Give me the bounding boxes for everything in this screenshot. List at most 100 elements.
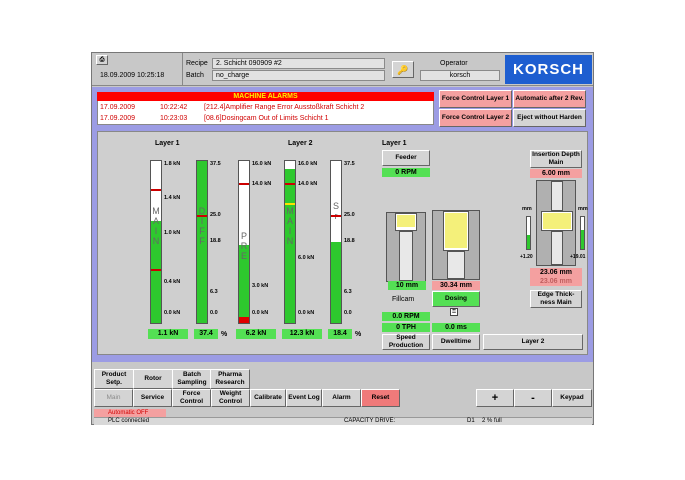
tab-rotor[interactable]: Rotor bbox=[133, 369, 173, 389]
minus-button[interactable]: - bbox=[514, 389, 552, 407]
bar-fill bbox=[285, 169, 295, 323]
layer2-button[interactable]: Layer 2 bbox=[483, 334, 583, 350]
feeder-rpm: 0 RPM bbox=[382, 168, 430, 177]
layer2-main-bar: M A I N bbox=[284, 160, 296, 324]
tick-label: 1.8 kN bbox=[164, 161, 181, 167]
tick-label: 37.5 bbox=[344, 161, 355, 167]
tick-label: 0.0 kN bbox=[252, 310, 269, 316]
feeder-button[interactable]: Feeder bbox=[382, 150, 430, 166]
fill-punch-graphic bbox=[386, 212, 426, 282]
automatic-button[interactable]: Automatic after 2 Rev. bbox=[513, 90, 586, 108]
limit-mark bbox=[331, 215, 341, 217]
tick-label: 0.0 kN bbox=[164, 310, 181, 316]
divider bbox=[182, 53, 183, 85]
nav-main-button[interactable]: Main bbox=[94, 389, 133, 407]
plus-button[interactable]: + bbox=[476, 389, 514, 407]
mm-left-label: mm bbox=[522, 206, 532, 212]
alarm-time: 10:23:03 bbox=[160, 115, 188, 122]
limit-mark bbox=[151, 269, 161, 271]
nav-calibrate-button[interactable]: Calibrate bbox=[250, 389, 286, 407]
layer2-title: Layer 2 bbox=[288, 140, 313, 147]
nav-force-control-button[interactable]: Force Control bbox=[172, 389, 211, 407]
edge-thickness-button[interactable]: Edge Thick-ness Main bbox=[530, 290, 582, 308]
right-layer-title: Layer 1 bbox=[382, 140, 407, 147]
keypad-button[interactable]: Keypad bbox=[552, 389, 592, 407]
alarm-text: [212.4]Amplifier Range Error Ausstoßkraf… bbox=[204, 104, 365, 111]
tab-product-setup[interactable]: Product Setp. bbox=[94, 369, 134, 389]
layer1-diff-value: 37.4 bbox=[194, 329, 218, 339]
bar-letters: M A I N bbox=[286, 206, 294, 246]
dosing-depth-value: 30.34 mm bbox=[432, 281, 480, 290]
nav-reset-button[interactable]: Reset bbox=[361, 389, 400, 407]
batch-label: Batch bbox=[186, 72, 204, 79]
plc-status: PLC connected bbox=[108, 418, 150, 424]
capacity-full: 2 % full bbox=[482, 418, 502, 424]
tick-label: 16.0 kN bbox=[252, 161, 272, 167]
tick-label: 0.0 bbox=[344, 310, 352, 316]
percent-unit: % bbox=[221, 331, 228, 338]
tick-label: 25.0 bbox=[210, 212, 221, 218]
fillcam-label: Fillcam bbox=[392, 296, 415, 303]
force-control-layer1-button[interactable]: Force Control Layer 1 bbox=[439, 90, 512, 108]
bar-letters: S r bbox=[332, 201, 339, 221]
recipe-field[interactable]: 2. Schicht 090909 #2 bbox=[212, 58, 385, 69]
bar-fill bbox=[331, 242, 341, 323]
insertion-depth-value: 6.00 mm bbox=[530, 169, 582, 178]
tick-label: 6.3 bbox=[210, 289, 218, 295]
datetime: 18.09.2009 10:25:18 bbox=[100, 72, 165, 79]
recipe-label: Recipe bbox=[186, 60, 208, 67]
korsch-logo: KORSCH bbox=[505, 55, 592, 84]
status-bar bbox=[94, 417, 592, 425]
operator-label: Operator bbox=[440, 60, 468, 67]
layer1-main-bar: M A I N bbox=[150, 160, 162, 324]
tick-label: 14.0 kN bbox=[298, 181, 318, 187]
eject-without-harden-button[interactable]: Eject without Harden bbox=[513, 109, 586, 127]
printer-icon[interactable]: ⎙ bbox=[96, 55, 108, 65]
tick-label: 1.0 kN bbox=[164, 230, 181, 236]
nav-event-log-button[interactable]: Event Log bbox=[286, 389, 322, 407]
force-control-layer2-button[interactable]: Force Control Layer 2 bbox=[439, 109, 512, 127]
capacity-label: CAPACITY DRIVE: bbox=[344, 418, 396, 424]
dosing-button[interactable]: Dosing bbox=[432, 291, 480, 307]
layer2-sr-bar: S r bbox=[330, 160, 342, 324]
scale-left-label: +1.20 bbox=[520, 254, 533, 260]
insertion-depth-button[interactable]: Insertion Depth Main bbox=[530, 150, 582, 168]
layer2-pre-value: 6.2 kN bbox=[236, 329, 276, 339]
tick-label: 18.8 bbox=[344, 238, 355, 244]
key-icon[interactable]: 🔑 bbox=[392, 61, 414, 78]
speed-production-button[interactable]: Speed Production bbox=[382, 334, 430, 350]
tab-batch-sampling[interactable]: Batch Sampling bbox=[172, 369, 212, 389]
bar-fill bbox=[151, 220, 161, 323]
tab-pharma-research[interactable]: Pharma Research bbox=[210, 369, 250, 389]
dwelltime-button[interactable]: Dwelltime bbox=[432, 334, 480, 350]
limit-mark bbox=[285, 183, 295, 185]
layer2-sr-value: 18.4 bbox=[328, 329, 352, 339]
operator-field[interactable]: korsch bbox=[420, 70, 500, 81]
layer1-title: Layer 1 bbox=[155, 140, 180, 147]
scale-right-label: +19.01 bbox=[570, 254, 586, 260]
limit-mark bbox=[239, 183, 249, 185]
tick-label: 3.0 kN bbox=[252, 283, 269, 289]
ms-value: 0.0 ms bbox=[432, 323, 480, 332]
tick-label: 18.8 bbox=[210, 238, 221, 244]
tick-label: 0.0 bbox=[210, 310, 218, 316]
nav-service-button[interactable]: Service bbox=[133, 389, 172, 407]
bar-fill bbox=[239, 245, 249, 323]
layer1-main-value: 1.1 kN bbox=[148, 329, 188, 339]
tick-label: 6.3 bbox=[344, 289, 352, 295]
batch-field[interactable]: no_charge bbox=[212, 70, 385, 81]
bar-letters: M A I N bbox=[152, 206, 160, 246]
rpm-value: 0.0 RPM bbox=[382, 312, 430, 321]
nav-alarm-button[interactable]: Alarm bbox=[322, 389, 361, 407]
bar-letters: D I F F bbox=[198, 206, 206, 246]
layer2-main-value: 12.3 kN bbox=[282, 329, 322, 339]
low-alarm-fill bbox=[239, 317, 249, 323]
percent-unit: % bbox=[355, 331, 362, 338]
drive-id: D1 bbox=[467, 418, 475, 424]
alarm-time: 10:22:42 bbox=[160, 104, 188, 111]
main-punch-graphic bbox=[536, 180, 576, 266]
tph-value: 0 TPH bbox=[382, 323, 430, 332]
nav-weight-control-button[interactable]: Weight Control bbox=[211, 389, 250, 407]
right-gauge bbox=[580, 216, 585, 250]
lock-icon[interactable]: ⚿ bbox=[450, 308, 458, 316]
